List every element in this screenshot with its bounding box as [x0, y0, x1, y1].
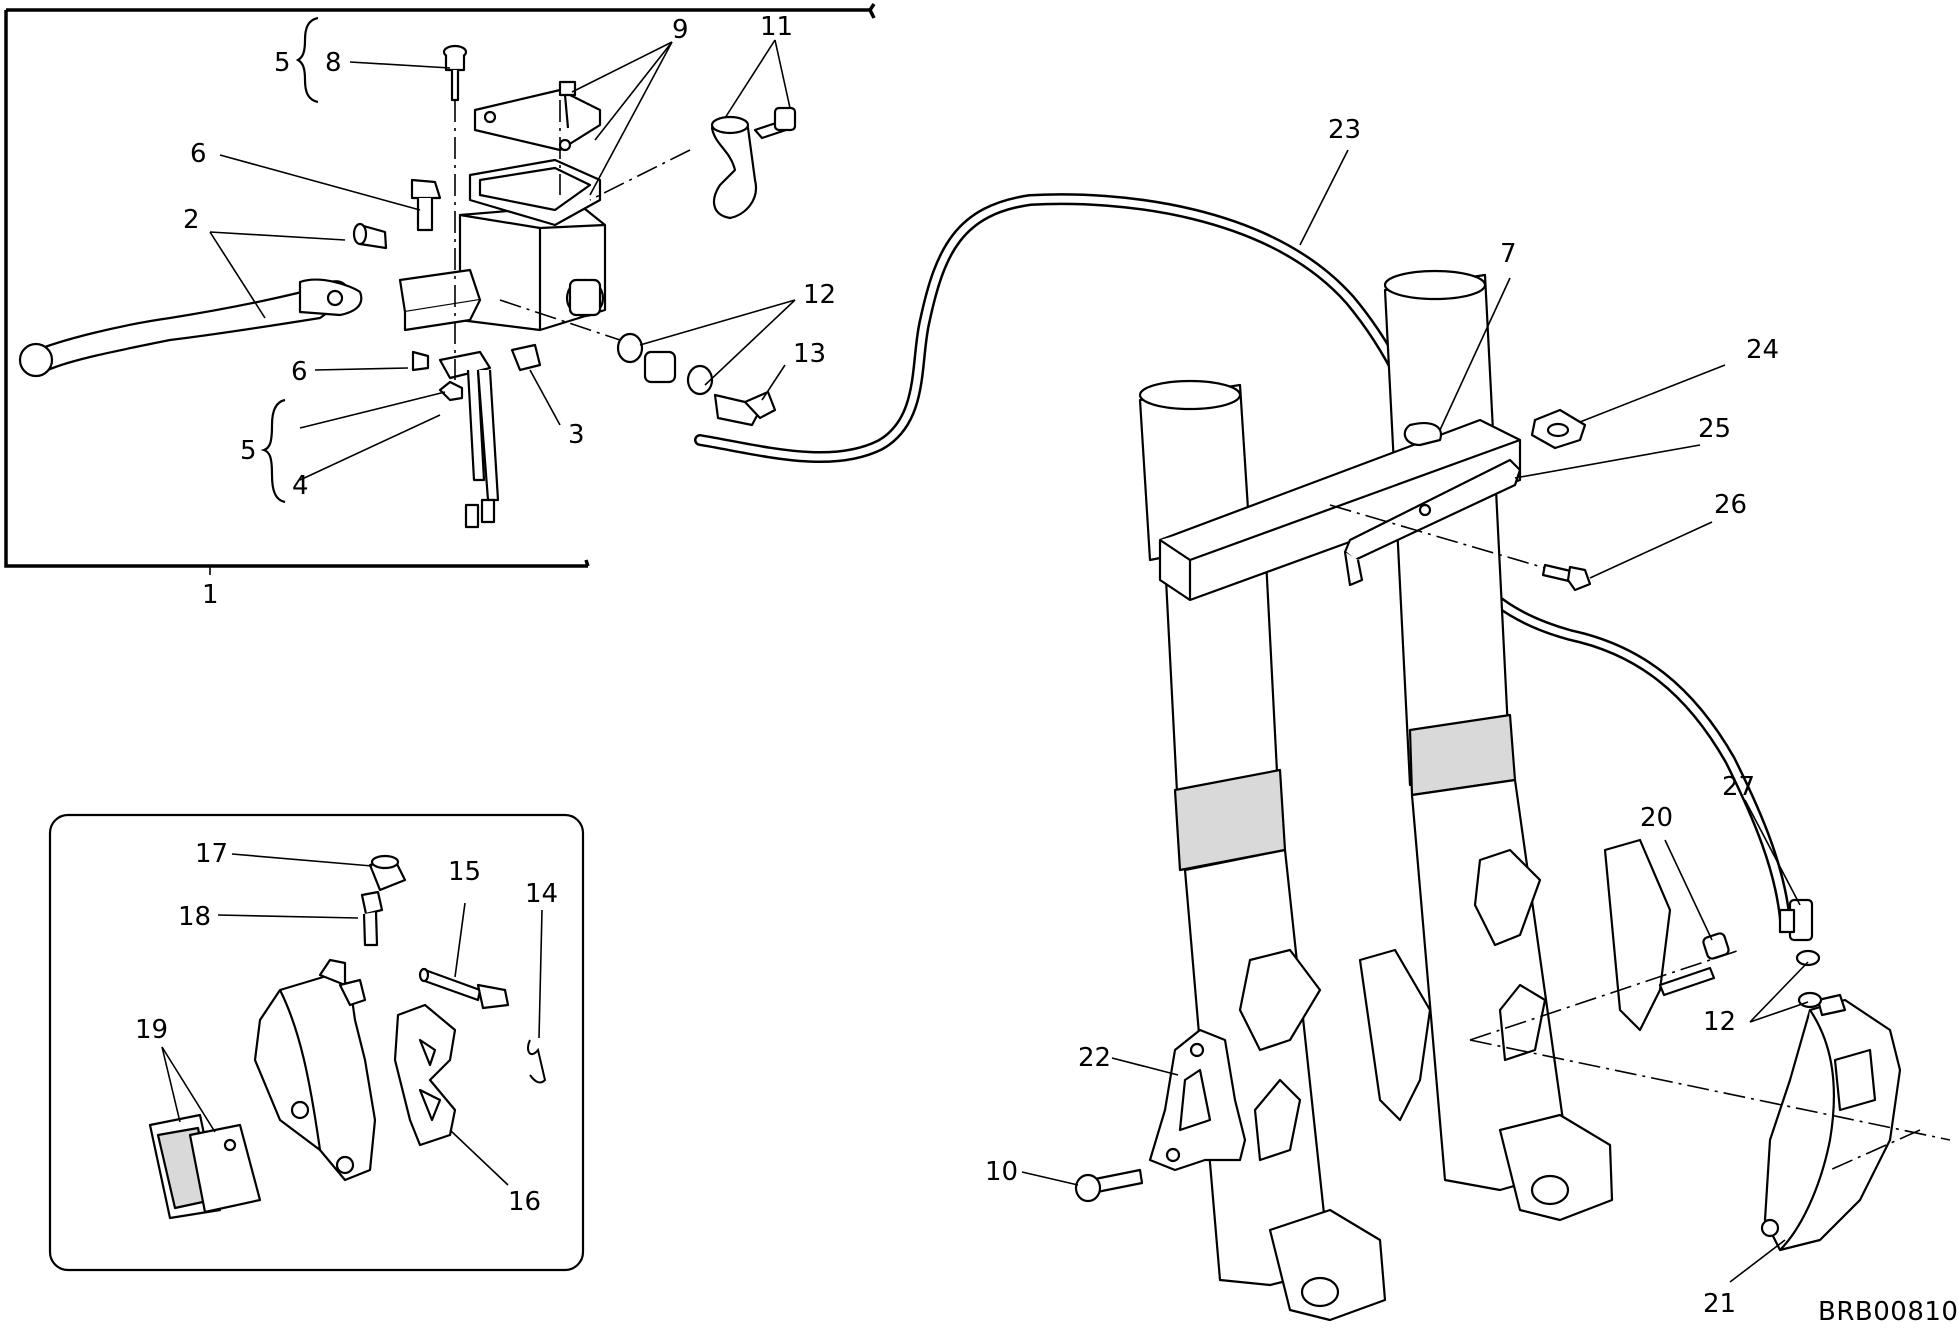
- pad-spring-plate: [393, 1003, 457, 1147]
- callout-5-top: 5: [274, 48, 291, 78]
- callout-9: 9: [672, 15, 689, 45]
- callout-5-bottom: 5: [240, 436, 257, 466]
- callout-15: 15: [448, 857, 481, 887]
- bolt-26: [1541, 563, 1592, 592]
- pivot-bolt: [410, 178, 442, 232]
- callout-7: 7: [1500, 239, 1517, 269]
- bolt-10: [1074, 1168, 1144, 1203]
- callout-20: 20: [1640, 803, 1673, 833]
- grommet-24: [1530, 408, 1587, 450]
- master-cylinder-group-frame: [4, 3, 876, 568]
- callout-13: 13: [793, 339, 826, 369]
- caliper-banjo-fitting: [1778, 898, 1823, 1009]
- brake-light-switch: [411, 343, 542, 529]
- callout-8: 8: [325, 48, 342, 78]
- master-banjo-fitting: [616, 332, 777, 427]
- r-clip: [527, 1039, 547, 1084]
- front-fork-assembly: [1138, 269, 1672, 1322]
- hose-bracket: [1343, 422, 1522, 587]
- brake-pads: [148, 1113, 262, 1220]
- brace-group-5-top: [295, 16, 319, 104]
- callout-labels: 1 2 3 4 5 5 6 6 7 8 9 10 11 12 12 13 14 …: [135, 12, 1779, 1319]
- callout-19: 19: [135, 1015, 168, 1045]
- screw-8: [442, 44, 468, 102]
- callout-1: 1: [202, 580, 219, 610]
- callout-21: 21: [1703, 1289, 1736, 1319]
- caliper-bolt-20: [1658, 932, 1730, 997]
- bleed-valve: [360, 890, 384, 947]
- bleed-cap: [368, 854, 407, 892]
- callout-3: 3: [568, 420, 585, 450]
- leader-lines: [161, 39, 1809, 1283]
- caliper-mount-bracket-22: [1148, 1028, 1247, 1172]
- front-brake-caliper-inset: [253, 958, 377, 1182]
- callout-12-bottom: 12: [1703, 1007, 1736, 1037]
- callout-12-top: 12: [803, 280, 836, 310]
- callout-25: 25: [1698, 414, 1731, 444]
- front-brake-caliper-right: [1760, 993, 1902, 1252]
- reservoir-cover: [468, 80, 602, 227]
- callout-11: 11: [760, 12, 793, 42]
- callout-2: 2: [183, 205, 200, 235]
- callout-27: 27: [1722, 772, 1755, 802]
- brake-lever: [18, 222, 388, 378]
- callout-23: 23: [1328, 115, 1361, 145]
- callout-4: 4: [292, 471, 309, 501]
- callout-6-bottom: 6: [291, 357, 308, 387]
- caliper-kit-inset-frame: [48, 813, 585, 1272]
- brace-group-5-bottom: [260, 398, 286, 504]
- master-cylinder-body: [398, 203, 607, 332]
- brake-hose: [694, 193, 1791, 926]
- handlebar-clamp: [710, 106, 797, 220]
- callout-14: 14: [525, 879, 558, 909]
- callout-17: 17: [195, 839, 228, 869]
- callout-16: 16: [508, 1187, 541, 1217]
- callout-6-top: 6: [190, 139, 207, 169]
- callout-10: 10: [985, 1157, 1018, 1187]
- pad-pin: [418, 967, 510, 1010]
- callout-22: 22: [1078, 1043, 1111, 1073]
- callout-24: 24: [1746, 335, 1779, 365]
- callout-26: 26: [1714, 490, 1747, 520]
- callout-18: 18: [178, 902, 211, 932]
- drawing-code: BRB00810: [1818, 1297, 1958, 1327]
